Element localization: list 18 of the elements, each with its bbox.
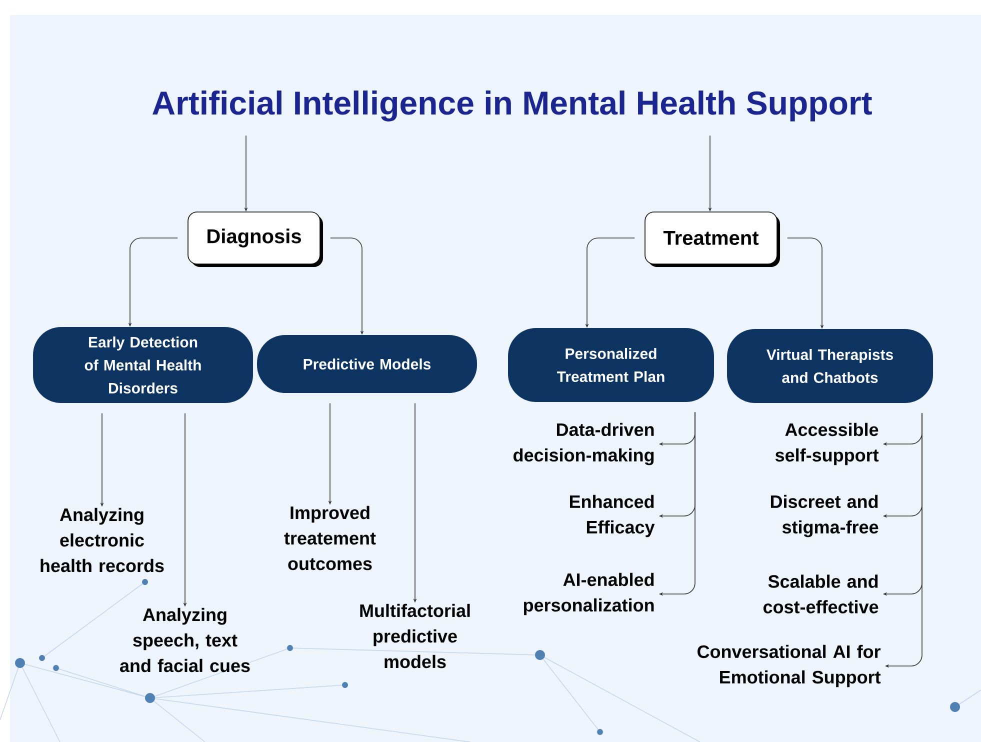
item-text: Improved treatement outcomes: [284, 506, 376, 570]
item-text: AI-enabled personalization: [524, 572, 654, 616]
item-text: Scalable and cost-effective: [763, 574, 878, 614]
topic-pill: Personalized Treatment Plan: [508, 328, 714, 402]
item-text: Multifactorial predictive models: [360, 604, 470, 668]
item-text: Analyzing speech, text and facial cues: [120, 608, 250, 672]
topic-pill: Early Detection of Mental Health Disorders: [33, 327, 253, 403]
item-text: Conversational AI for Emotional Support: [698, 644, 881, 688]
category-box: Diagnosis: [188, 212, 323, 267]
title: Artificial Intelligence in Mental Health Support: [152, 90, 872, 122]
topic-pill: Virtual Therapists and Chatbots: [727, 329, 934, 403]
topic-pill: Predictive Models: [257, 335, 477, 393]
item-text: Discreet and stigma-free: [770, 494, 878, 538]
item-text: Accessible self-support: [775, 422, 879, 466]
category-box: Treatment: [644, 212, 780, 267]
item-text: Analyzing electronic health records: [40, 508, 164, 572]
item-text: Data-driven decision-making: [514, 422, 654, 466]
item-text: Enhanced Efficacy: [570, 494, 655, 538]
